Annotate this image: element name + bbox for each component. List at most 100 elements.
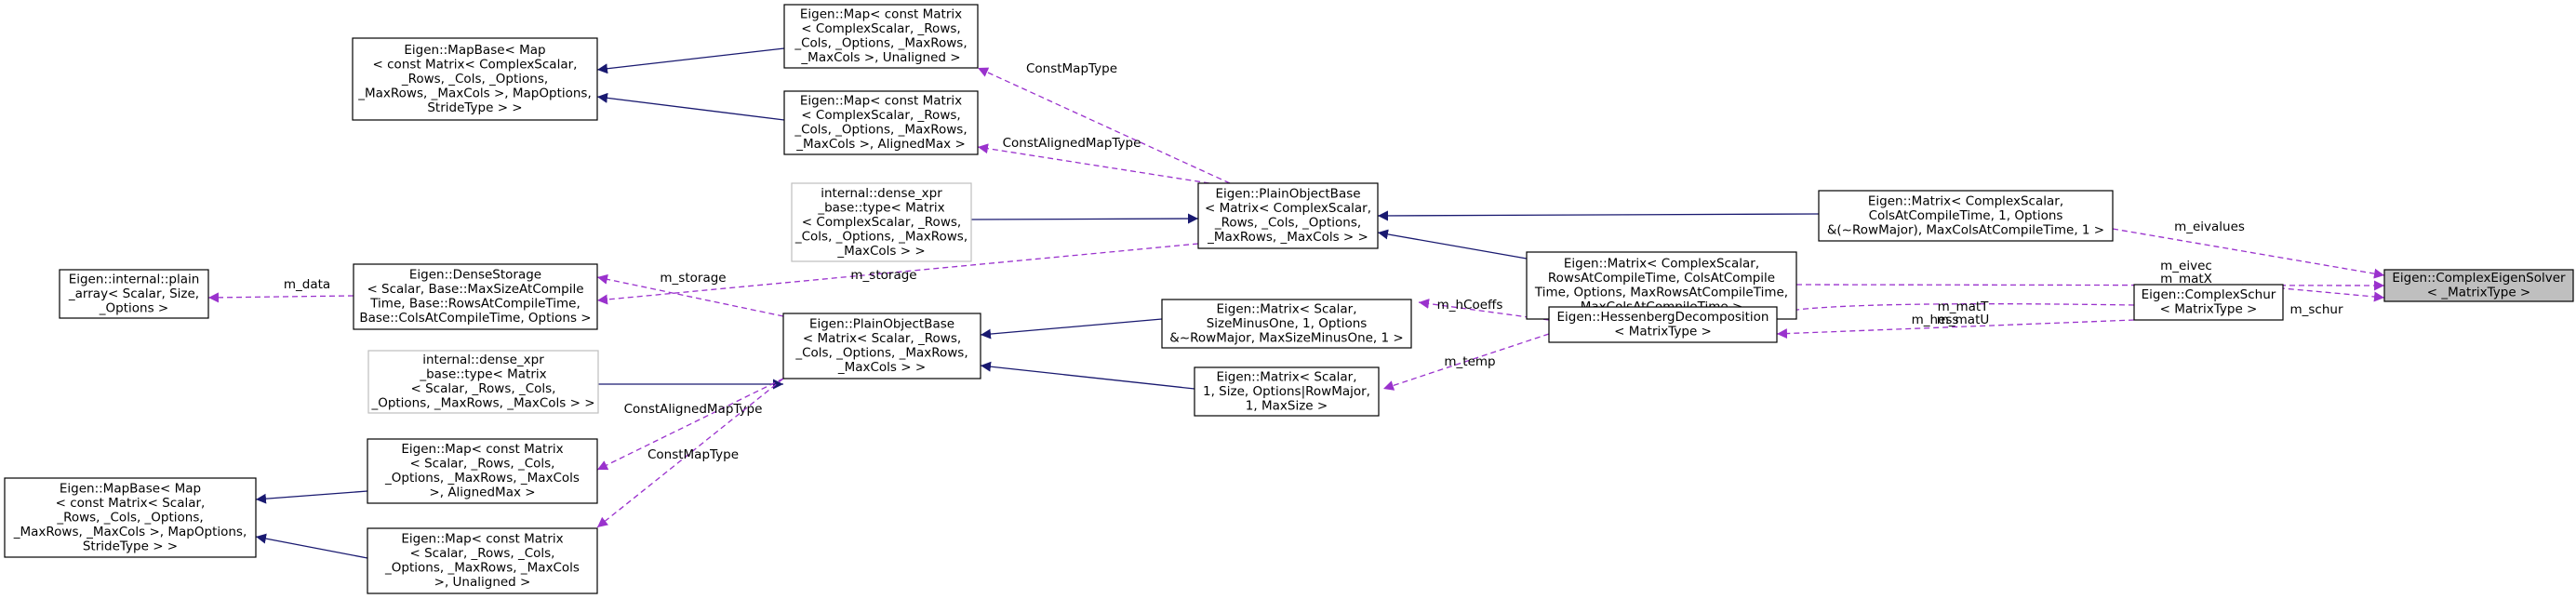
edge-label-m-storage: m_storage xyxy=(850,268,916,283)
class-node-label-line: Eigen::ComplexSchur xyxy=(2142,287,2276,302)
class-node-map-s-al[interactable]: Eigen::Map< const Matrix< Scalar, _Rows,… xyxy=(367,438,598,504)
edge-label-m-eivalues: m_eivalues xyxy=(2174,220,2245,234)
class-node-label-line: < Scalar, Base::MaxSizeAtCompile xyxy=(367,282,583,297)
class-node-label-line: Time, Base::RowsAtCompileTime, xyxy=(369,297,581,312)
class-node-label-line: internal::dense_xpr xyxy=(422,353,544,367)
class-node-label-line: _Rows, _Cols, _Options, xyxy=(1214,216,1361,231)
class-node-label-line: < Matrix< ComplexScalar, xyxy=(1205,201,1371,216)
inheritance-edge-pob-c-to-mat-eivalues xyxy=(1377,210,1820,221)
class-node-box xyxy=(1818,190,2114,242)
class-node-label-line: _Cols, _Options, _MaxRows, xyxy=(794,346,968,361)
class-node-box xyxy=(783,90,979,155)
class-node-dxpr-s[interactable]: internal::dense_xpr_base::type< Matrix< … xyxy=(367,350,599,414)
edge-line xyxy=(596,378,784,528)
edge-label-m-data: m_data xyxy=(284,277,330,292)
usage-edge-dstorage-to-pob-c: m_storage xyxy=(596,243,1199,305)
class-node-label-line: StrideType > > xyxy=(427,100,522,115)
edge-label-constalignedmaptype: ConstAlignedMapType xyxy=(1003,136,1141,151)
class-node-label-line: Eigen::Matrix< ComplexScalar, xyxy=(1564,257,1759,272)
class-node-label-line: _MaxCols > > xyxy=(836,244,925,259)
usage-edge-map-c-al-to-pob-c: ConstAlignedMapType xyxy=(977,136,1210,184)
class-node-label-line: _MaxRows, _MaxCols >, MapOptions, xyxy=(357,86,592,100)
class-node-label-line: < Matrix< Scalar, _Rows, xyxy=(803,331,961,346)
class-node-mat-hcoeffs[interactable]: Eigen::Matrix< Scalar,SizeMinusOne, 1, O… xyxy=(1161,299,1412,349)
edge-line xyxy=(1377,210,1820,221)
edge-line xyxy=(255,533,368,559)
class-node-label-line: < Scalar, _Rows, _Cols, xyxy=(411,381,556,396)
class-node-dstorage[interactable]: Eigen::DenseStorage< Scalar, Base::MaxSi… xyxy=(353,263,598,330)
edge-line xyxy=(207,292,354,303)
class-node-mat-temp[interactable]: Eigen::Matrix< Scalar,1, Size, Options|R… xyxy=(1194,366,1380,417)
class-node-label-line: Eigen::Map< const Matrix xyxy=(800,94,962,109)
class-node-box xyxy=(367,527,598,594)
class-node-label-line: _MaxRows, _MaxCols > > xyxy=(1207,230,1368,245)
class-node-mat-eivalues[interactable]: Eigen::Matrix< ComplexScalar,ColsAtCompi… xyxy=(1818,190,2114,242)
class-node-label-line: < MatrixType > xyxy=(2160,302,2258,317)
edges-layer: m_eivaluesm_eivecm_matXm_schurm_matTm_ma… xyxy=(207,47,2385,559)
usage-edge-hess-to-cschur: m_hess xyxy=(1776,313,2135,339)
inheritance-edge-pob-s-to-mat-hcoeffs xyxy=(980,318,1163,339)
edge-label-m-matx: m_matX xyxy=(2160,272,2212,286)
class-node-label-line: &~RowMajor, MaxSizeMinusOne, 1 > xyxy=(1169,330,1403,345)
inheritance-edge-mapbase-s-to-map-s-un xyxy=(255,533,368,559)
class-node-label-line: Eigen::HessenbergDecomposition xyxy=(1557,310,1769,325)
class-node-label-line: _MaxCols >, AlignedMax > xyxy=(795,137,966,152)
class-node-label-line: < Scalar, _Rows, _Cols, xyxy=(410,546,555,561)
class-node-box xyxy=(1197,182,1379,249)
class-node-label-line: ColsAtCompileTime, 1, Options xyxy=(1869,208,2063,223)
edge-label-m-schur: m_schur xyxy=(2289,302,2342,317)
class-node-box xyxy=(367,438,598,504)
edge-line xyxy=(1377,229,1528,260)
class-node-box xyxy=(352,37,598,121)
class-node-label-line: < const Matrix< ComplexScalar, xyxy=(373,57,578,72)
class-node-label-line: _Cols, _Options, _MaxRows, xyxy=(794,123,967,138)
edge-label-m-matu: m_matU xyxy=(1937,313,1990,327)
class-node-label-line: Eigen::Map< const Matrix xyxy=(800,7,962,22)
class-node-mapbase-c[interactable]: Eigen::MapBase< Map< const Matrix< Compl… xyxy=(352,37,598,121)
edge-line xyxy=(980,361,1195,390)
class-node-label-line: Eigen::PlainObjectBase xyxy=(809,317,954,332)
class-node-ces[interactable]: Eigen::ComplexEigenSolver< _MatrixType > xyxy=(2383,269,2574,302)
class-node-dxpr-c[interactable]: internal::dense_xpr_base::type< Matrix< … xyxy=(791,182,972,262)
class-node-map-s-un[interactable]: Eigen::Map< const Matrix< Scalar, _Rows,… xyxy=(367,527,598,594)
class-node-label-line: _MaxCols > > xyxy=(837,360,926,375)
class-node-pob-s[interactable]: Eigen::PlainObjectBase< Matrix< Scalar, … xyxy=(782,313,981,379)
class-node-label-line: Base::ColsAtCompileTime, Options > xyxy=(359,311,591,326)
class-node-box xyxy=(2133,284,2284,321)
class-node-label-line: < Scalar, _Rows, _Cols, xyxy=(410,457,555,472)
class-node-pob-c[interactable]: Eigen::PlainObjectBase< Matrix< ComplexS… xyxy=(1197,182,1379,249)
edge-label-constalignedmaptype: ConstAlignedMapType xyxy=(624,402,763,417)
edge-line xyxy=(2112,228,2385,279)
usage-edge-map-c-un-to-pob-c: ConstMapType xyxy=(977,61,1231,184)
class-node-plain-array[interactable]: Eigen::internal::plain_array< Scalar, Si… xyxy=(59,269,209,319)
edge-line xyxy=(596,243,1199,305)
class-node-label-line: < ComplexScalar, _Rows, xyxy=(802,215,961,230)
class-node-map-c-un[interactable]: Eigen::Map< const Matrix< ComplexScalar,… xyxy=(783,4,979,69)
class-node-box xyxy=(791,182,972,262)
class-node-label-line: < MatrixType > xyxy=(1614,325,1712,339)
edge-line xyxy=(255,490,368,504)
edge-line xyxy=(1776,319,2135,339)
class-node-box xyxy=(1194,366,1380,417)
nodes-layer: Eigen::ComplexEigenSolver< _MatrixType >… xyxy=(4,4,2574,594)
class-node-label-line: Eigen::DenseStorage xyxy=(409,268,541,283)
edge-label-m-storage: m_storage xyxy=(660,271,726,286)
class-node-label-line: _Cols, _Options, _MaxRows, xyxy=(794,229,968,244)
edge-label-m-hess: m_hess xyxy=(1912,313,1959,327)
class-node-label-line: &(~RowMajor), MaxColsAtCompileTime, 1 > xyxy=(1827,222,2104,237)
edge-line xyxy=(977,67,1231,184)
class-node-hess[interactable]: Eigen::HessenbergDecomposition< MatrixTy… xyxy=(1548,306,1778,343)
class-node-box xyxy=(1161,299,1412,349)
class-node-cschur[interactable]: Eigen::ComplexSchur< MatrixType > xyxy=(2133,284,2284,321)
class-node-label-line: _Options > xyxy=(99,300,168,315)
inheritance-edge-pob-s-to-mat-temp xyxy=(980,361,1195,390)
class-node-box xyxy=(367,350,599,414)
usage-edge-mat-eivalues-to-ces: m_eivalues xyxy=(2112,220,2385,279)
class-node-map-c-al[interactable]: Eigen::Map< const Matrix< ComplexScalar,… xyxy=(783,90,979,155)
class-node-mapbase-s[interactable]: Eigen::MapBase< Map< const Matrix< Scala… xyxy=(4,477,257,558)
usage-edge-plain-array-to-dstorage: m_data xyxy=(207,277,354,303)
class-node-label-line: Eigen::internal::plain xyxy=(69,272,200,286)
class-node-label-line: _Options, _MaxRows, _MaxCols xyxy=(384,471,580,486)
